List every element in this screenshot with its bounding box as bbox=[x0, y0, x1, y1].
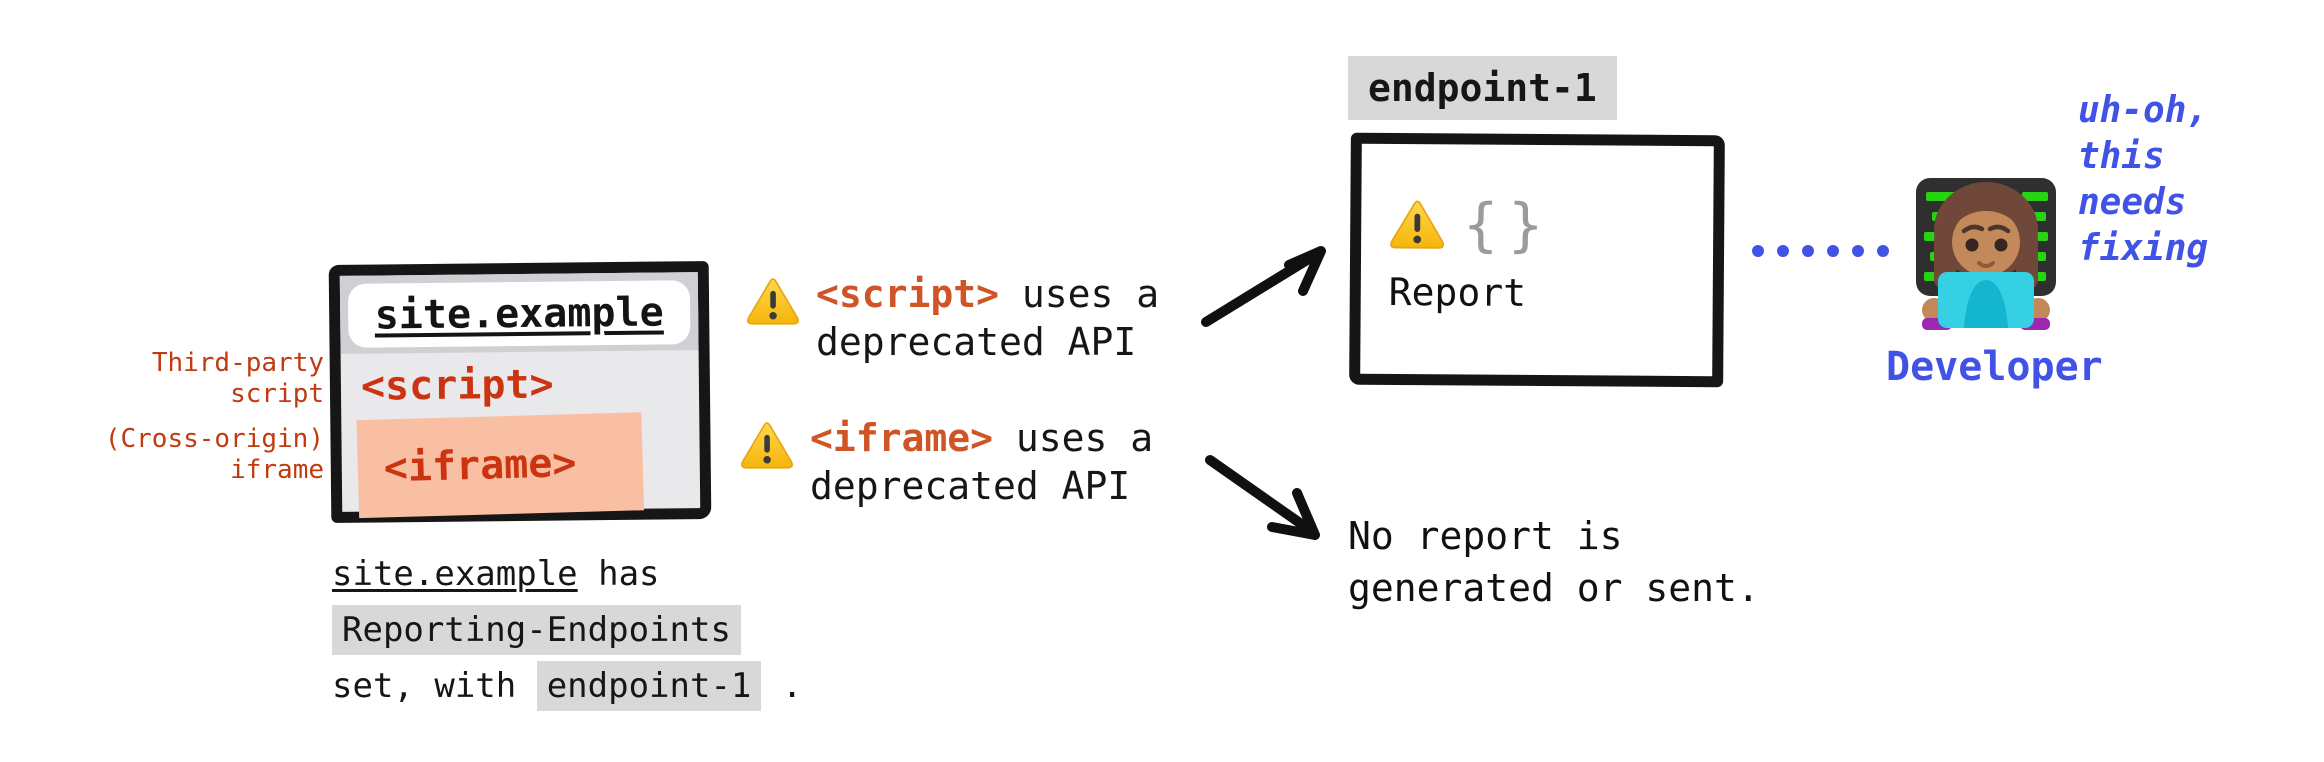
endpoint-1-label: endpoint-1 bbox=[1348, 56, 1617, 120]
dot bbox=[1777, 245, 1789, 257]
report-endpoint-box: {} Report bbox=[1349, 132, 1725, 388]
warning-icon bbox=[746, 276, 800, 326]
browser-window-body: <script> <iframe> bbox=[341, 350, 701, 522]
blue-dotted-line bbox=[1752, 245, 1889, 257]
annotation-line: script bbox=[230, 379, 324, 409]
dot bbox=[1852, 245, 1864, 257]
warning-rest: uses a bbox=[993, 416, 1154, 460]
warning-rest: uses a bbox=[999, 272, 1160, 316]
thought-line: uh-oh, bbox=[2078, 90, 2209, 131]
thought-line: fixing bbox=[2078, 228, 2209, 269]
site-url: site.example bbox=[374, 289, 664, 339]
developer-label: Developer bbox=[1886, 344, 2103, 390]
thought-line: needs bbox=[2078, 182, 2187, 223]
caption-set-with: set, with bbox=[332, 666, 537, 706]
address-bar: site.example bbox=[347, 280, 691, 348]
iframe-highlight-block: <iframe> bbox=[356, 412, 644, 519]
dot bbox=[1827, 245, 1839, 257]
warning-line-1: <script> uses a bbox=[816, 270, 1159, 318]
caption-line-2: Reporting-Endpoints bbox=[332, 602, 802, 658]
annotation-line: Third-party bbox=[151, 348, 324, 378]
arrow-script-to-endpoint bbox=[1201, 246, 1326, 327]
no-report-text: No report is generated or sent. bbox=[1348, 510, 1760, 614]
iframe-tag-element: <iframe> bbox=[383, 440, 578, 492]
caption-site-code: site.example bbox=[332, 554, 578, 594]
caption-line-3: set, with endpoint-1 . bbox=[332, 658, 802, 714]
warning-script-row: <script> uses a deprecated API bbox=[746, 270, 1159, 366]
dot bbox=[1752, 245, 1764, 257]
woman-technologist-emoji bbox=[1916, 178, 2056, 330]
warning-iframe-text: <iframe> uses a deprecated API bbox=[810, 414, 1153, 510]
caption-endpoint-code: endpoint-1 bbox=[536, 661, 762, 711]
warning-line-2: deprecated API bbox=[810, 464, 1131, 508]
thought-line: this bbox=[2078, 136, 2165, 177]
annotation-third-party-script: Third-party script bbox=[100, 348, 324, 410]
caption-header-code: Reporting-Endpoints bbox=[332, 605, 741, 655]
script-tag-element: <script> bbox=[360, 361, 554, 410]
dot bbox=[1877, 245, 1889, 257]
caption-has: has bbox=[577, 554, 660, 594]
report-icon-row: {} bbox=[1389, 190, 1713, 260]
caption-line-1: site.example has bbox=[332, 546, 802, 602]
warning-line-1: <iframe> uses a bbox=[810, 414, 1153, 462]
dot bbox=[1802, 245, 1814, 257]
warning-script-tag: <script> bbox=[816, 272, 1000, 316]
no-report-line-2: generated or sent. bbox=[1348, 566, 1760, 610]
report-box-content: {} Report bbox=[1361, 144, 1714, 316]
warning-script-text: <script> uses a deprecated API bbox=[816, 270, 1159, 366]
warning-icon bbox=[740, 420, 794, 470]
warning-iframe-row: <iframe> uses a deprecated API bbox=[740, 414, 1153, 510]
warning-iframe-tag: <iframe> bbox=[810, 416, 994, 460]
annotation-line: (Cross-origin) bbox=[104, 424, 324, 454]
developer-thought: uh-oh, this needs fixing bbox=[2078, 88, 2208, 272]
reporting-endpoints-caption: site.example has Reporting-Endpoints set… bbox=[332, 546, 802, 714]
annotation-line: iframe bbox=[230, 455, 324, 485]
annotation-cross-origin-iframe: (Cross-origin) iframe bbox=[100, 424, 324, 486]
browser-window: site.example <script> <iframe> bbox=[328, 261, 712, 523]
arrow-iframe-to-no-report bbox=[1205, 455, 1320, 540]
report-label: Report bbox=[1388, 269, 1527, 315]
browser-titlebar: site.example bbox=[339, 272, 699, 354]
no-report-line-1: No report is bbox=[1348, 514, 1623, 558]
json-braces-icon: {} bbox=[1463, 190, 1554, 260]
warning-line-2: deprecated API bbox=[816, 320, 1137, 364]
warning-icon bbox=[1389, 198, 1445, 250]
caption-period: . bbox=[761, 666, 803, 706]
